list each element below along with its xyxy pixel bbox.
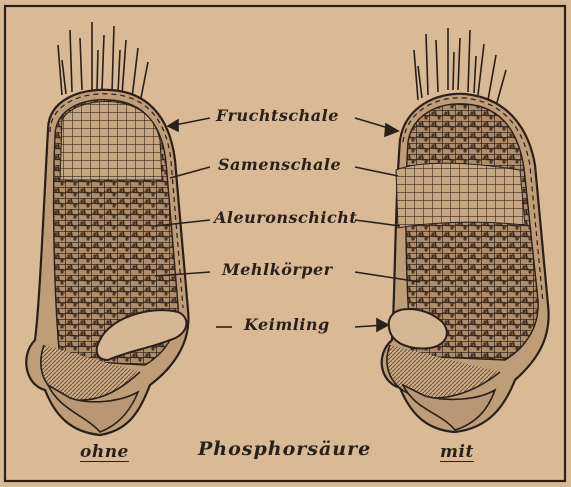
label-keimling: Keimling: [244, 315, 330, 334]
caption-without: ohne: [80, 442, 129, 462]
label-aleuronschicht: Aleuronschicht: [214, 208, 357, 227]
caption-with: mit: [440, 442, 474, 462]
right-grain: [382, 28, 549, 432]
label-mehlkoerper: Mehlkörper: [222, 260, 333, 279]
left-grain: [26, 22, 188, 435]
label-fruchtschale: Fruchtschale: [216, 106, 339, 125]
label-samenschale: Samenschale: [218, 155, 341, 174]
caption-title: Phosphorsäure: [198, 438, 371, 460]
